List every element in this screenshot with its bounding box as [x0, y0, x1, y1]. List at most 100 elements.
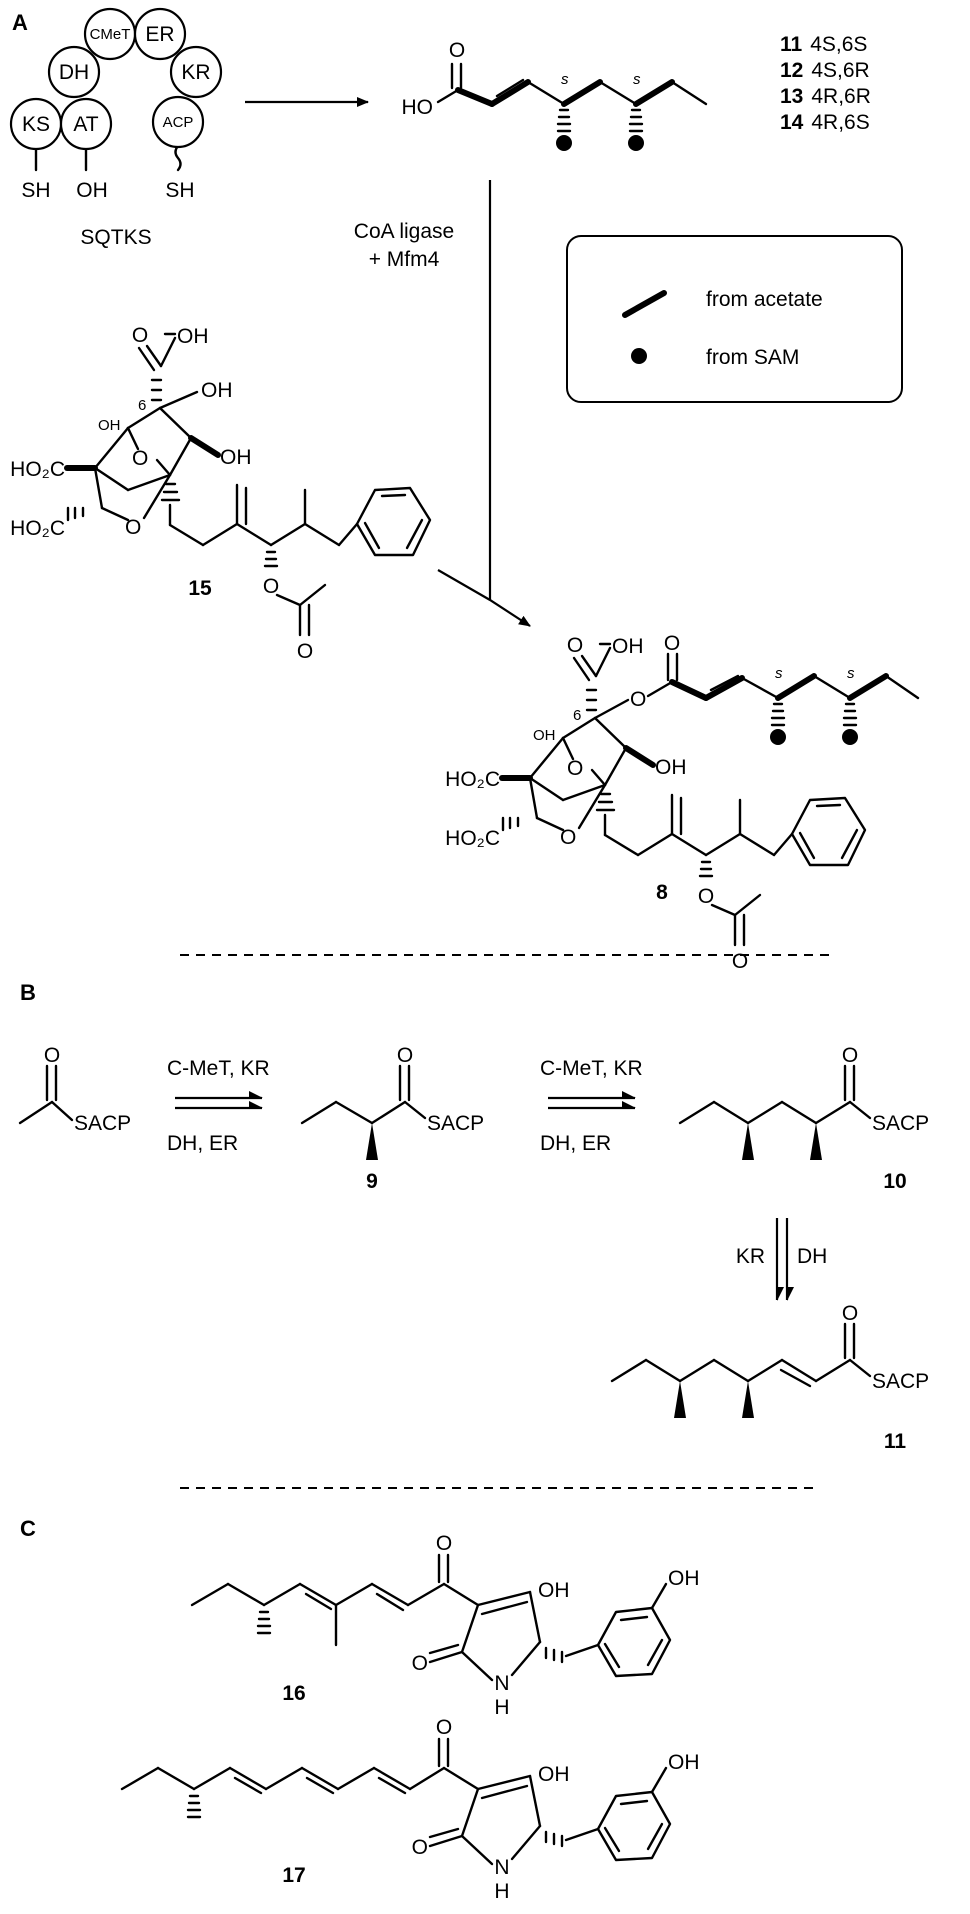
- compound-11-acp: O SACP 11: [610, 1302, 929, 1453]
- sam-methyl-dot: [556, 135, 572, 151]
- domain-dh-label: DH: [59, 61, 89, 84]
- ho2c-bottom: HO₂C: [10, 517, 65, 540]
- bridge-o: O: [567, 757, 583, 780]
- compound-17-label: 17: [282, 1864, 305, 1887]
- domain-at: [59, 97, 113, 151]
- sqtks-name: SQTKS: [80, 226, 151, 249]
- sam-methyl-dot: [770, 729, 786, 745]
- compound-17: O OH O N H OH 17: [120, 1716, 700, 1903]
- stereo-s-label: s: [633, 71, 641, 88]
- tetraketide-acid: O HO s s: [402, 39, 708, 151]
- sam-methyl-dot: [842, 729, 858, 745]
- stereo-s-label: s: [775, 665, 783, 682]
- oh-small: OH: [98, 417, 121, 434]
- acid-hydroxyl: HO: [402, 96, 434, 119]
- compound-10: O SACP 10: [678, 1044, 929, 1193]
- wedge-bond: [742, 1123, 754, 1160]
- ring-oh: OH: [220, 446, 252, 469]
- panel-a-label: A: [12, 10, 28, 35]
- c6-label: 6: [138, 397, 146, 414]
- phenol-ring: [596, 1790, 672, 1862]
- acetyl-sacp: O SACP: [18, 1044, 131, 1135]
- domain-er: [133, 7, 187, 61]
- bridge-o: O: [132, 447, 148, 470]
- conversion-line1: CoA ligase: [354, 220, 454, 243]
- c16-phenol-oh: OH: [668, 1567, 700, 1590]
- ester-o: O: [263, 575, 279, 598]
- legend-acetate-symbol: [622, 290, 667, 318]
- compound-8: O OH 6 O O: [445, 632, 920, 973]
- step3-left-label: KR: [736, 1245, 765, 1268]
- c16-lactam-h: H: [494, 1696, 509, 1719]
- compound-9-label: 9: [366, 1170, 378, 1193]
- start-thioester: SACP: [74, 1112, 131, 1135]
- legend-sam-symbol: [631, 348, 647, 364]
- wedge-bond: [742, 1381, 754, 1418]
- c17-lactam-o: O: [412, 1836, 428, 1859]
- domain-at-label: AT: [73, 113, 98, 136]
- domain-acp-label: ACP: [163, 114, 194, 131]
- c16-keto-o: O: [436, 1532, 452, 1555]
- acyl-o: O: [664, 632, 680, 655]
- arrow-step2: [548, 1091, 636, 1110]
- compound-10-label: 10: [883, 1170, 906, 1193]
- c6-oh: OH: [201, 379, 233, 402]
- c16-lactam-o: O: [412, 1652, 428, 1675]
- panel-b-label: B: [20, 980, 36, 1005]
- ring-oh: OH: [655, 756, 687, 779]
- c16-enol-oh: OH: [538, 1579, 570, 1602]
- compound-9: O SACP 9: [300, 1044, 484, 1193]
- domain-er-label: ER: [145, 23, 174, 46]
- c9-thioester: SACP: [427, 1112, 484, 1135]
- oh-small: OH: [533, 727, 556, 744]
- arrow-to-compound-8: [437, 569, 531, 627]
- domain-ks-label: KS: [22, 113, 50, 136]
- step2-bottom-label: DH, ER: [540, 1132, 611, 1155]
- oxo-o: O: [132, 324, 148, 347]
- compound-16-label: 16: [282, 1682, 305, 1705]
- ester-o: O: [698, 885, 714, 908]
- ester-link-o: O: [630, 688, 646, 711]
- compound-16: O OH O N H OH 16: [190, 1532, 700, 1719]
- ho2c-bottom: HO₂C: [445, 827, 500, 850]
- compound-8-label: 8: [656, 881, 668, 904]
- sqtks-enzyme: KS AT DH CMeT ER KR ACP SH OH SH SQTKS: [9, 7, 223, 249]
- c17-keto-o: O: [436, 1716, 452, 1739]
- compound-15: O OH 6 OH O OH OH HO₂C O: [10, 324, 432, 663]
- step3-right-label: DH: [797, 1245, 827, 1268]
- acp-thiol: SH: [165, 179, 194, 202]
- compound-11-label: 11: [884, 1430, 907, 1453]
- domain-kr: [169, 45, 223, 99]
- legend-acetate-label: from acetate: [706, 288, 823, 311]
- compound-15-label: 15: [188, 577, 212, 600]
- legend-sam-label: from SAM: [706, 346, 799, 369]
- c10-carbonyl-o: O: [842, 1044, 858, 1067]
- acid-oh: OH: [177, 325, 209, 348]
- legend-box: from acetate from SAM: [566, 235, 903, 403]
- c16-lactam-n: N: [494, 1672, 509, 1695]
- acid-oh: OH: [612, 635, 644, 658]
- benzene-ring: [355, 486, 432, 557]
- ho2c-top: HO₂C: [10, 458, 65, 481]
- ho2c-top: HO₂C: [445, 768, 500, 791]
- at-hydroxyl: OH: [76, 179, 108, 202]
- step2-top-label: C-MeT, KR: [540, 1057, 643, 1080]
- c9-carbonyl-o: O: [397, 1044, 413, 1067]
- phenol-ring: [596, 1606, 672, 1678]
- wedge-bond: [674, 1381, 686, 1418]
- ks-thiol: SH: [21, 179, 50, 202]
- c11-thioester: SACP: [872, 1370, 929, 1393]
- domain-kr-label: KR: [181, 61, 210, 84]
- benzene-ring: [790, 796, 867, 867]
- c17-enol-oh: OH: [538, 1763, 570, 1786]
- step1-bottom-label: DH, ER: [167, 1132, 238, 1155]
- ring-o: O: [560, 826, 576, 849]
- start-carbonyl-o: O: [44, 1044, 60, 1067]
- c17-phenol-oh: OH: [668, 1751, 700, 1774]
- domain-dh: [47, 45, 101, 99]
- sam-methyl-dot: [628, 135, 644, 151]
